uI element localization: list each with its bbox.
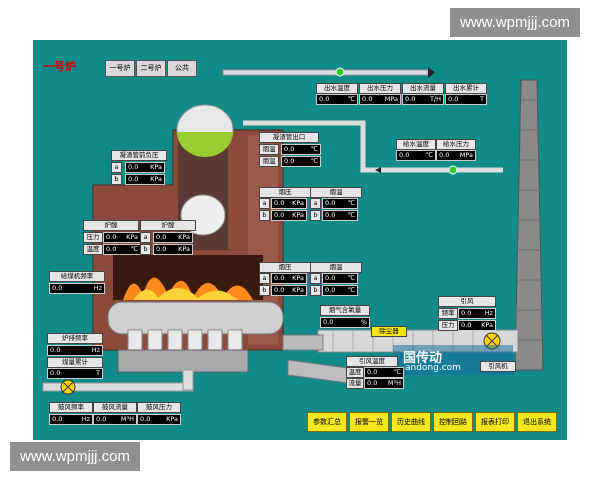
flue1-temp-label: 烟温 xyxy=(310,187,362,198)
watermark-center: 国传动 xyxy=(403,351,443,366)
watermark-center-sub: andong.com xyxy=(405,363,461,373)
coal-feeder-freq-label: 给煤机频率 xyxy=(49,271,105,282)
flue1-press-label: 烟压 xyxy=(259,187,311,198)
blower-press-label: 鼓风压力 xyxy=(137,402,181,413)
feed-press-label: 给水压力 xyxy=(436,139,476,150)
tab-boiler-2[interactable]: 二号炉 xyxy=(136,60,166,77)
outlet-total-label: 出水累计 xyxy=(445,83,487,94)
furnace1-label: 炉膛 xyxy=(83,220,139,231)
outlet-flow-label: 出水流量 xyxy=(402,83,444,94)
condenser-outlet-temp-b: 0.0℃ xyxy=(281,156,321,167)
chimney xyxy=(514,79,544,371)
coal-total-label: 煤量累计 xyxy=(47,357,103,368)
feed-temp-value: 0.0℃ xyxy=(396,150,436,161)
flue1-temp-b: 0.0℃ xyxy=(322,210,358,221)
control-loop-button[interactable]: 控制回路 xyxy=(433,412,473,432)
boiler-diagram xyxy=(42,67,544,395)
outlet-pipe xyxy=(222,69,429,76)
condenser-neg-label: 凝渣管前负压 xyxy=(111,150,167,161)
flue2-temp-b: 0.0℃ xyxy=(322,285,358,296)
watermark-bottom: www.wpmjjj.com xyxy=(10,442,141,471)
induced-label: 引风 xyxy=(438,296,496,307)
blower-duct-label: 引风温度 xyxy=(346,356,398,367)
blower-freq-label: 鼓风频率 xyxy=(49,402,93,413)
tab-boiler-1[interactable]: 一号炉 xyxy=(105,60,135,77)
report-print-button[interactable]: 报表打印 xyxy=(475,412,515,432)
induced-fan-label: 引风机 xyxy=(480,361,516,372)
flue1-temp-a: 0.0℃ xyxy=(322,198,358,209)
condenser-outlet-label: 凝渣管出口 xyxy=(259,132,319,143)
outlet-temp-value: 0.0℃ xyxy=(316,94,358,105)
dust-collector-label: 除尘器 xyxy=(371,326,407,337)
history-curve-button[interactable]: 历史曲线 xyxy=(391,412,431,432)
o2-label: 烟气含氧量 xyxy=(320,305,370,316)
furnace1-temp: 0.0℃ xyxy=(103,244,141,255)
condenser-outlet-temp-a: 0.0℃ xyxy=(281,144,321,155)
outlet-temp-label: 出水温度 xyxy=(316,83,358,94)
param-summary-button[interactable]: 参数汇总 xyxy=(307,412,347,432)
feed-temp-label: 给水温度 xyxy=(396,139,436,150)
watermark-top: www.wpmjjj.com xyxy=(450,8,581,37)
grate-freq-label: 炉排频率 xyxy=(47,333,103,344)
exit-system-button[interactable]: 退出系统 xyxy=(517,412,557,432)
alarm-list-button[interactable]: 报警一览 xyxy=(349,412,389,432)
flue2-press-label: 烟压 xyxy=(259,262,311,273)
outlet-press-label: 出水压力 xyxy=(359,83,401,94)
furnace2-label: 炉膛 xyxy=(140,220,196,231)
scada-screen: 一号炉 一号炉 二号炉 公共 出水温度 出水压力 出水流量 出水累计 0.0℃ … xyxy=(33,40,567,440)
chain-grate xyxy=(107,301,284,335)
flue2-temp-a: 0.0℃ xyxy=(322,273,358,284)
o2-value: 0.0% xyxy=(320,317,370,328)
flue2-temp-label: 烟温 xyxy=(310,262,362,273)
feed-pipe xyxy=(243,120,503,173)
blower-duct-temp: 0.0℃ xyxy=(364,367,404,378)
blower-flow-label: 鼓风流量 xyxy=(93,402,137,413)
tab-common[interactable]: 公共 xyxy=(167,60,197,77)
page-title: 一号炉 xyxy=(43,60,76,73)
